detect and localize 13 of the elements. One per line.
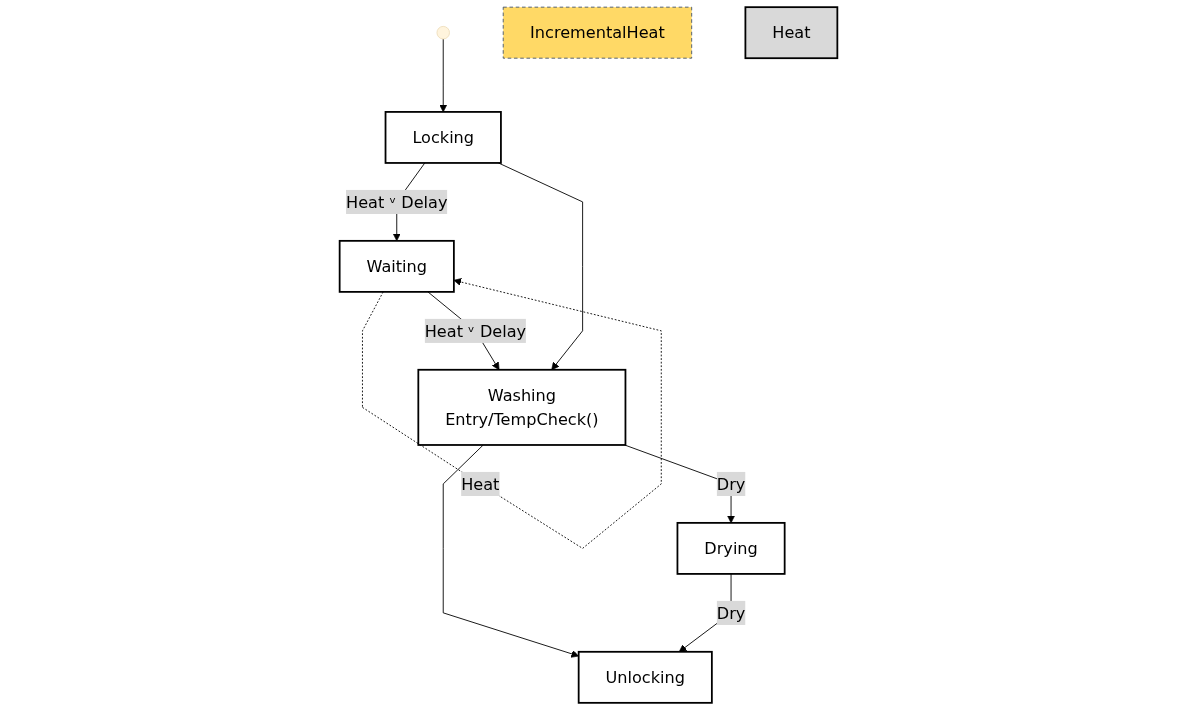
edge-label: Heat ᵛ Delay (346, 192, 448, 212)
node-circle (436, 25, 450, 40)
edge-label: Dry (716, 603, 746, 623)
node-box: Washing Entry/TempCheck() (417, 368, 627, 446)
node-box: Waiting (338, 239, 455, 293)
node-box: Unlocking (577, 650, 713, 704)
node-box: Drying (676, 522, 786, 575)
edge-label: Heat ᵛ Delay (424, 321, 527, 341)
node-box: IncrementalHeat (502, 6, 693, 59)
edge-label: Heat (461, 474, 500, 494)
node-box: Heat (744, 6, 839, 60)
edge-label: Dry (716, 474, 746, 494)
node-box: Locking (384, 111, 502, 164)
